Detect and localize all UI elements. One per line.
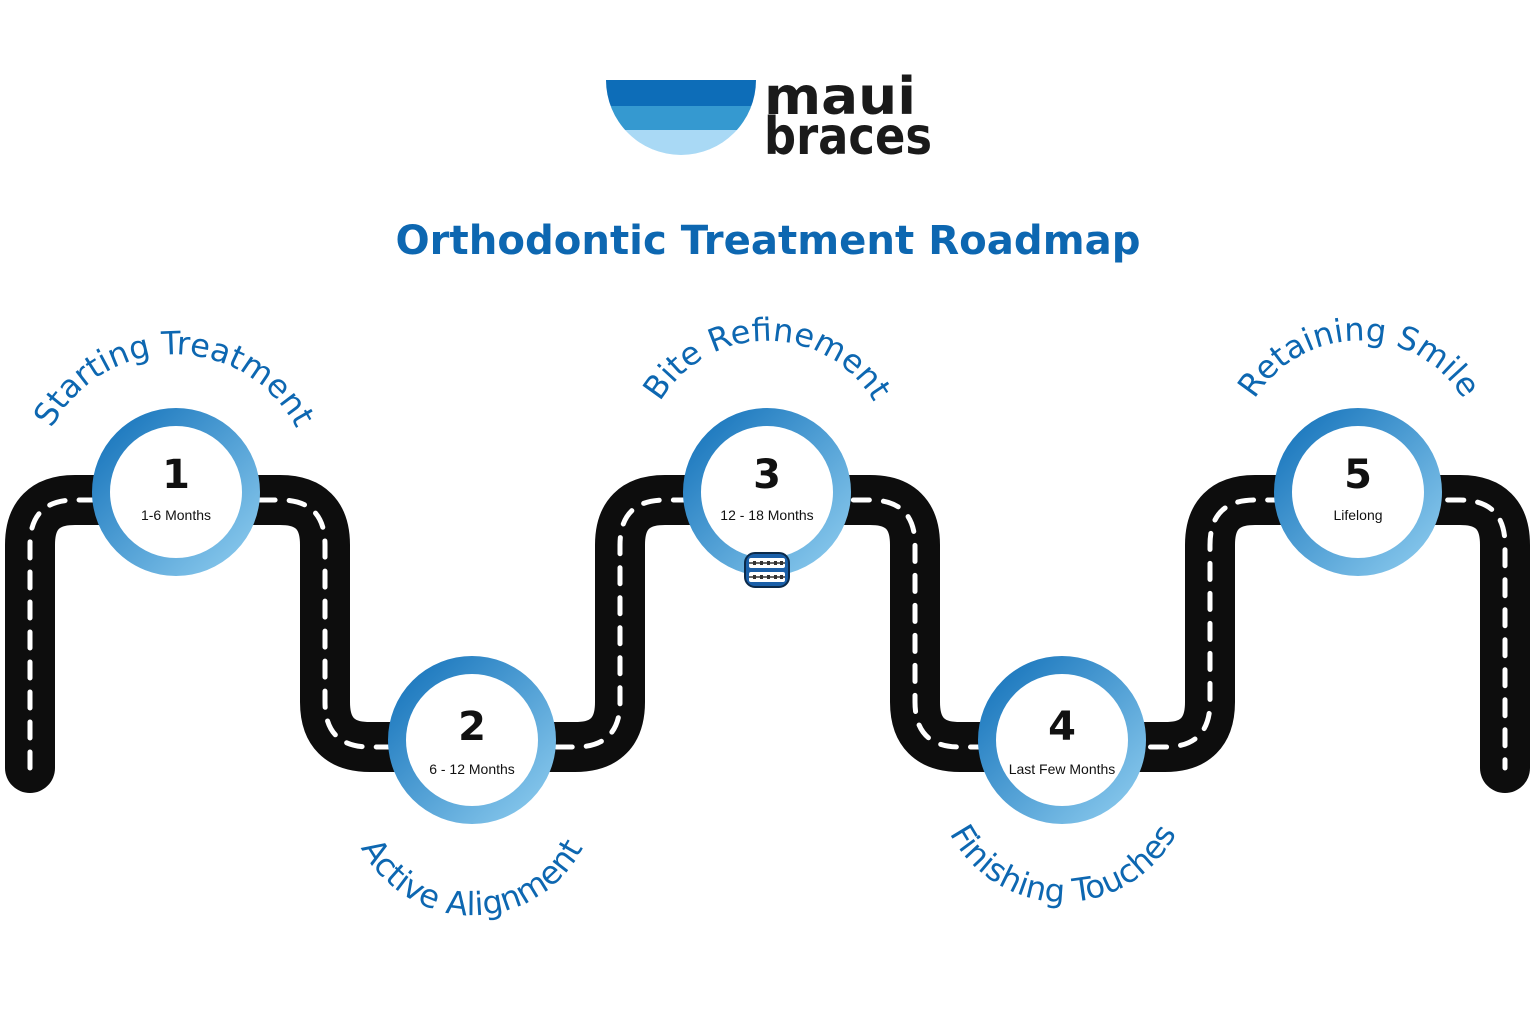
step-ring: [978, 656, 1146, 824]
step-duration: 1-6 Months: [141, 507, 211, 523]
step-ring: [92, 408, 260, 576]
step-duration: 6 - 12 Months: [429, 761, 515, 777]
braces-icon: [744, 552, 790, 588]
brand-line-2: braces: [764, 107, 932, 167]
step-label: Finishing Touches: [942, 818, 1183, 911]
step-duration: Last Few Months: [1009, 761, 1116, 777]
brand-line-1: maui: [764, 67, 916, 127]
step-label-text: Retaining Smile: [1230, 310, 1488, 404]
step-number: 1: [162, 452, 190, 498]
step-5: 5 Lifelong Retaining Smile: [1230, 310, 1488, 576]
step-2: 2 6 - 12 Months Active Alignment: [354, 656, 590, 924]
step-duration: Lifelong: [1333, 507, 1382, 523]
page-title: Orthodontic Treatment Roadmap: [396, 218, 1141, 264]
step-4: 4 Last Few Months Finishing Touches: [942, 656, 1184, 911]
step-ring: [388, 656, 556, 824]
step-1: 1 1-6 Months Starting Treatment: [26, 324, 323, 576]
step-duration: 12 - 18 Months: [720, 507, 813, 523]
step-number: 4: [1048, 704, 1076, 750]
logo-band-top: [606, 80, 756, 106]
step-label: Bite Refinement: [635, 311, 899, 407]
brand-logo: maui braces: [606, 67, 932, 167]
step-number: 5: [1344, 452, 1372, 498]
step-number: 3: [753, 452, 781, 498]
logo-mark-icon: [606, 80, 756, 155]
step-3: 3 12 - 18 Months Bite Refinement: [635, 311, 899, 588]
logo-band-bottom: [606, 130, 756, 155]
step-label-text: Bite Refinement: [635, 311, 899, 407]
step-label-text: Finishing Touches: [942, 818, 1183, 911]
step-number: 2: [458, 704, 486, 750]
step-label-text: Active Alignment: [354, 832, 590, 924]
logo-band-mid: [606, 106, 756, 130]
step-label: Retaining Smile: [1230, 310, 1488, 404]
step-label: Active Alignment: [354, 832, 590, 924]
step-ring: [1274, 408, 1442, 576]
